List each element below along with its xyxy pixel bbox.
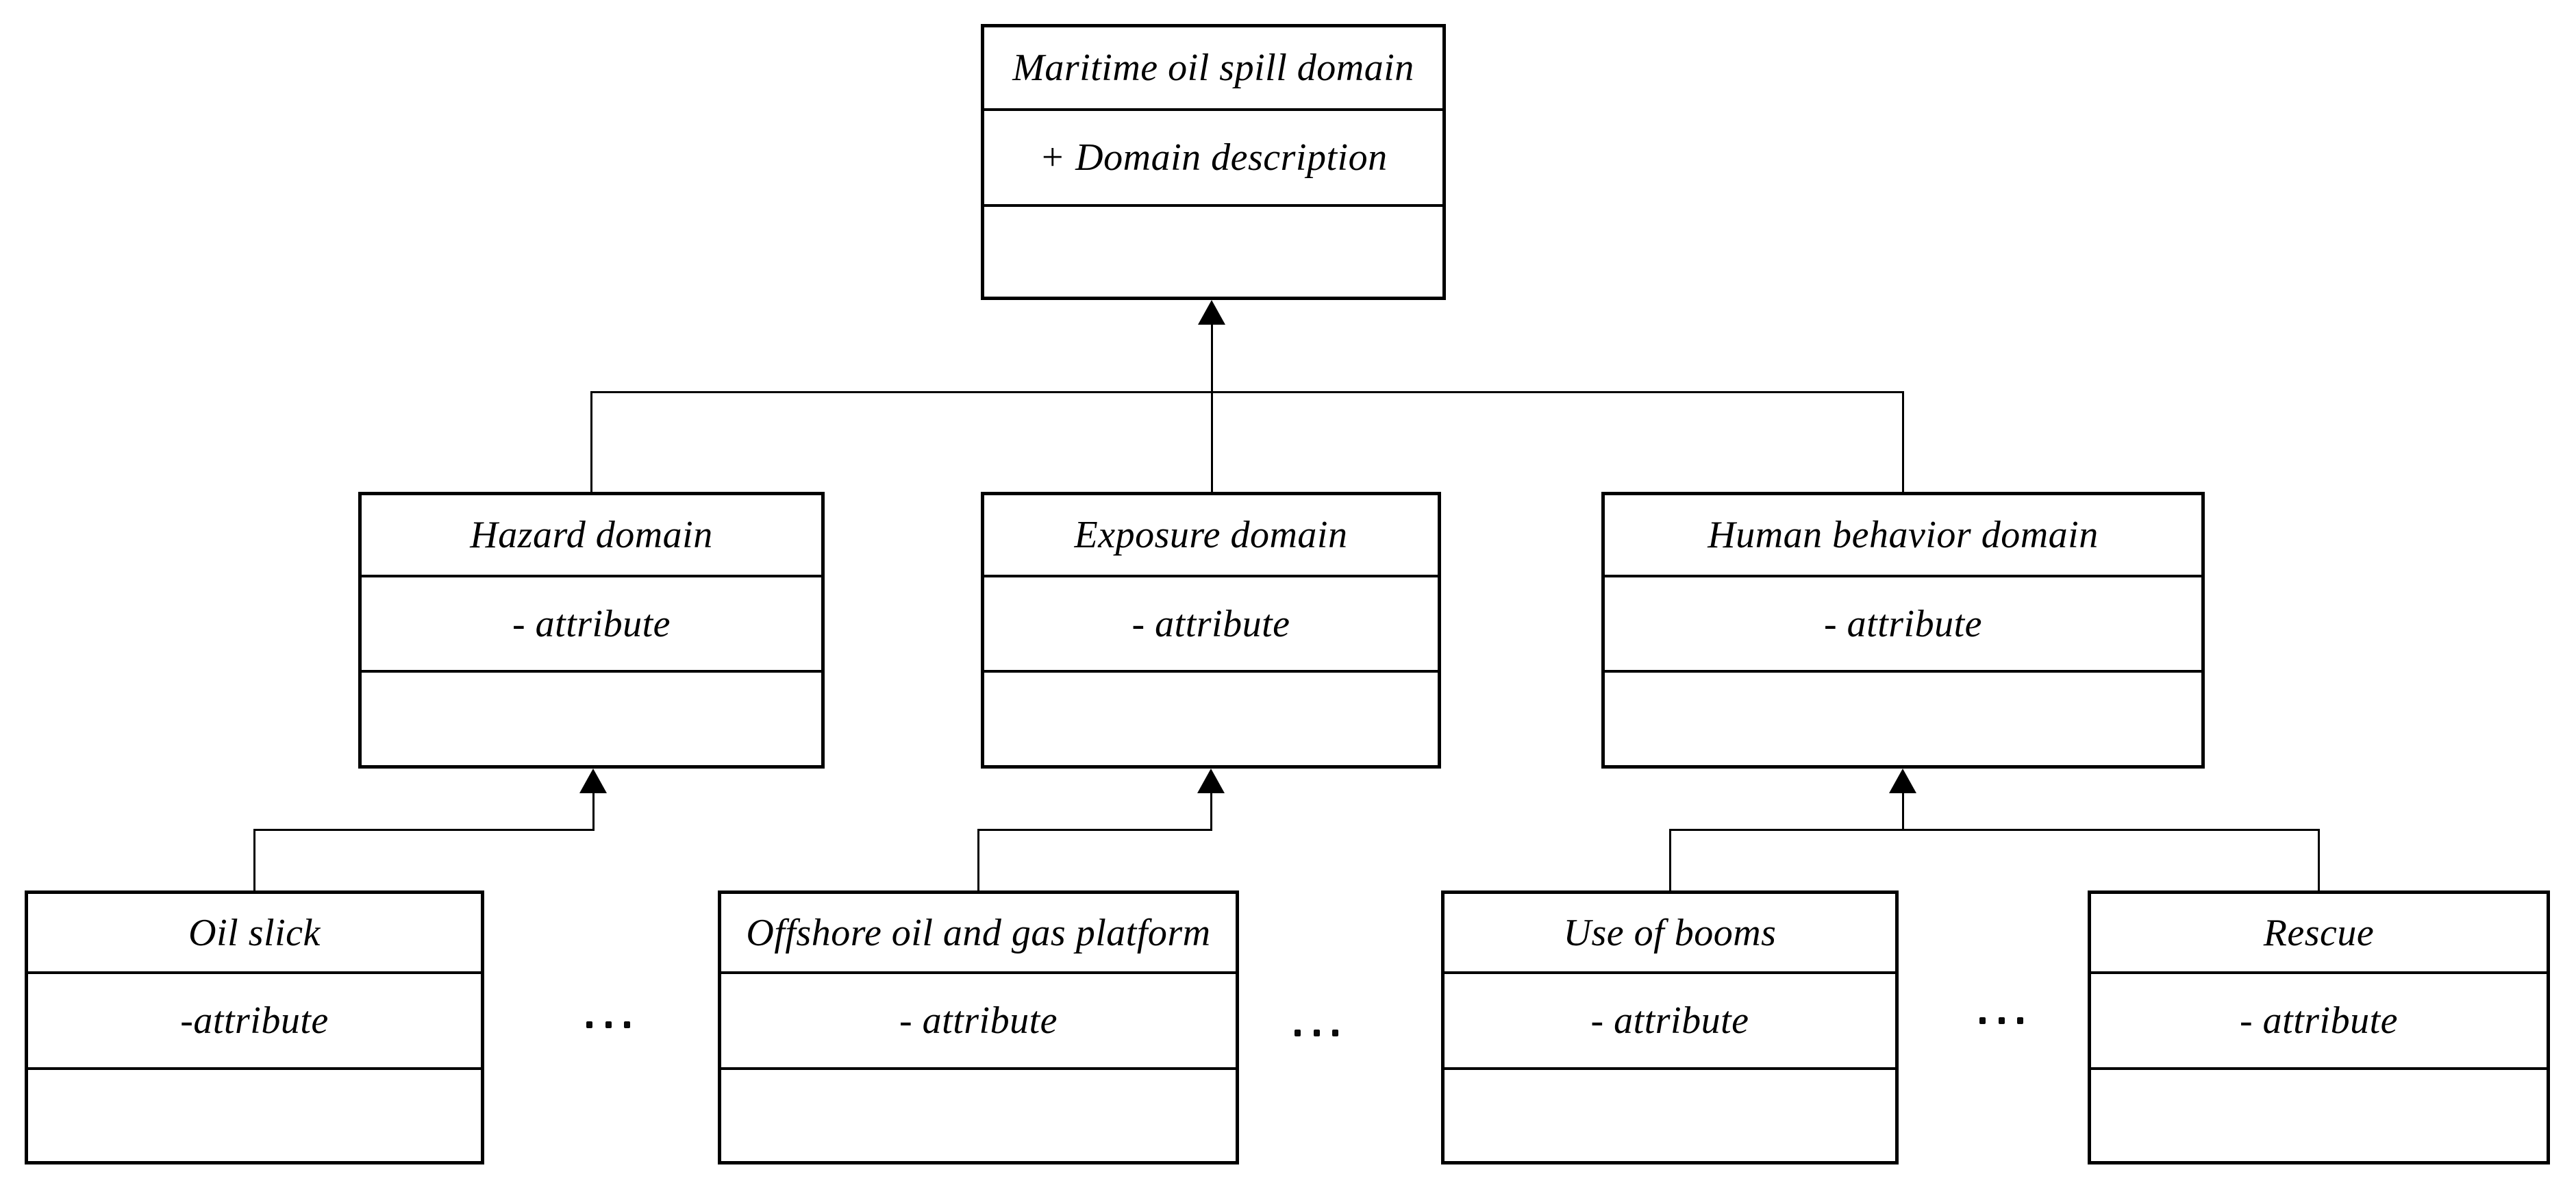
class-box-maritime-oil-spill-domain: Maritime oil spill domain + Domain descr… (981, 24, 1446, 300)
class-attribute: + Domain description (984, 111, 1442, 207)
class-name: Use of booms (1445, 894, 1895, 974)
connector-offshore-stem (977, 829, 979, 892)
class-operations-empty (362, 673, 821, 765)
class-name: Exposure domain (984, 495, 1438, 577)
class-box-use-of-booms: Use of booms - attribute (1441, 890, 1899, 1164)
ellipsis-dot (605, 1021, 612, 1028)
class-name: Human behavior domain (1605, 495, 2201, 577)
connector-booms-stem (1669, 829, 1671, 892)
generalization-arrowhead-human (1889, 769, 1916, 793)
ellipsis-dot (1295, 1030, 1301, 1036)
class-box-rescue: Rescue - attribute (2088, 890, 2550, 1164)
class-operations-empty (984, 673, 1438, 765)
class-operations-empty (1605, 673, 2201, 765)
generalization-arrowhead-maritime (1198, 300, 1225, 325)
connector-human-to-top (1902, 391, 1904, 492)
class-attribute: - attribute (721, 974, 1236, 1070)
connector-top-horizontal (591, 391, 1903, 393)
class-attribute: - attribute (1605, 577, 2201, 673)
connector-exposure-to-maritime (1211, 325, 1213, 492)
connector-hazard-to-top (590, 391, 592, 492)
class-name: Oil slick (28, 894, 481, 974)
connector-oilslick-stem (253, 829, 255, 892)
ellipsis-more-classes (586, 1021, 630, 1028)
class-box-exposure-domain: Exposure domain - attribute (981, 492, 1441, 769)
ellipsis-dot (2017, 1017, 2023, 1024)
ellipsis-dot (1332, 1030, 1338, 1036)
class-attribute: -attribute (28, 974, 481, 1070)
class-attribute: - attribute (984, 577, 1438, 673)
class-attribute: - attribute (362, 577, 821, 673)
connector-hazard-children-horizontal (254, 829, 595, 831)
generalization-arrowhead-hazard (579, 769, 607, 793)
class-operations-empty (721, 1070, 1236, 1161)
class-operations-empty (1445, 1070, 1895, 1161)
class-name: Hazard domain (362, 495, 821, 577)
connector-exposure-children-horizontal (978, 829, 1212, 831)
class-box-offshore-oil-and-gas-platform: Offshore oil and gas platform - attribut… (718, 890, 1239, 1164)
ellipsis-dot (1313, 1030, 1320, 1036)
connector-rescue-stem (2318, 829, 2320, 892)
class-attribute: - attribute (2091, 974, 2547, 1070)
class-name: Rescue (2091, 894, 2547, 974)
class-operations-empty (2091, 1070, 2547, 1161)
ellipsis-dot (1998, 1017, 2005, 1024)
class-operations-empty (28, 1070, 481, 1161)
class-box-oil-slick: Oil slick -attribute (25, 890, 484, 1164)
connector-exposure-arrow-stem (1210, 793, 1212, 831)
generalization-arrowhead-exposure (1197, 769, 1225, 793)
class-box-human-behavior-domain: Human behavior domain - attribute (1601, 492, 2205, 769)
class-name: Maritime oil spill domain (984, 27, 1442, 111)
ellipsis-more-classes (1295, 1030, 1338, 1036)
ellipsis-dot (586, 1021, 592, 1028)
ellipsis-dot (624, 1021, 630, 1028)
class-box-hazard-domain: Hazard domain - attribute (358, 492, 825, 769)
connector-hazard-arrow-stem (592, 793, 595, 831)
class-operations-empty (984, 207, 1442, 297)
class-name: Offshore oil and gas platform (721, 894, 1236, 974)
ellipsis-more-classes (1979, 1017, 2023, 1024)
connector-human-children-horizontal (1670, 829, 2319, 831)
class-attribute: - attribute (1445, 974, 1895, 1070)
connector-human-arrow-stem (1902, 793, 1904, 831)
ellipsis-dot (1979, 1017, 1986, 1024)
